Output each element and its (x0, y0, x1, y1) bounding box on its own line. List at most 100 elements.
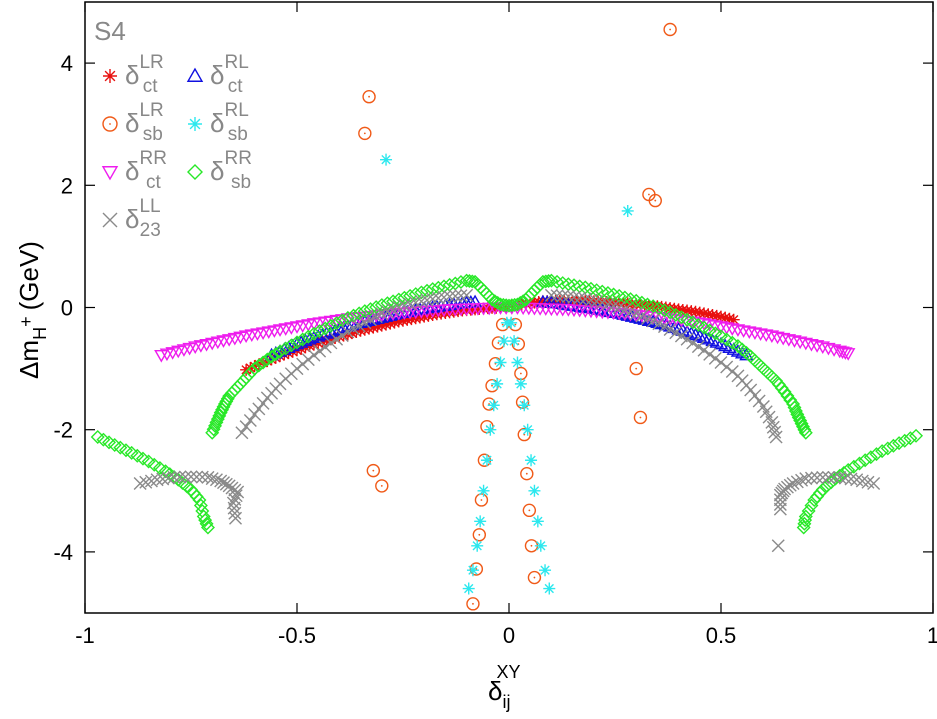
data-point (788, 403, 803, 418)
data-point (358, 126, 372, 141)
data-point (538, 274, 553, 289)
data-point (753, 328, 768, 341)
y-tick-label: 4 (61, 51, 73, 76)
data-point (296, 357, 310, 371)
data-point (135, 451, 150, 466)
data-point (102, 212, 118, 228)
data-point (161, 471, 175, 485)
data-point (794, 416, 809, 431)
data-point (633, 410, 648, 425)
data-point (780, 388, 795, 403)
data-point (375, 479, 389, 493)
data-point (442, 277, 457, 292)
data-point (584, 293, 598, 307)
data-point (752, 394, 766, 408)
data-point (833, 470, 847, 484)
data-point (307, 348, 321, 362)
data-point (556, 289, 570, 303)
data-point (380, 296, 395, 311)
y-axis-label-sub: H (30, 327, 50, 340)
data-point (736, 325, 751, 338)
data-point (567, 290, 581, 304)
data-point (544, 288, 558, 302)
data-point (595, 302, 610, 316)
data-point (312, 337, 325, 350)
data-point (827, 470, 841, 484)
data-point (667, 320, 682, 334)
data-point (282, 347, 295, 360)
data-point (330, 332, 344, 346)
data-point (357, 304, 372, 319)
data-point (118, 443, 133, 458)
data-point (798, 425, 813, 440)
data-point (354, 324, 367, 337)
x-tick-label: 0.5 (706, 623, 737, 648)
data-point (719, 311, 732, 324)
data-point (692, 329, 708, 342)
series-LL_23 (133, 288, 881, 553)
data-point (487, 399, 500, 412)
data-point (301, 353, 315, 367)
data-point (273, 344, 288, 359)
data-point (414, 294, 428, 308)
data-point (193, 498, 208, 513)
data-point (408, 302, 423, 316)
data-point (861, 475, 875, 489)
data-point (505, 316, 518, 329)
data-point (494, 356, 507, 369)
data-point (357, 314, 373, 327)
data-point (229, 489, 243, 503)
data-point (366, 463, 381, 478)
data-point (561, 290, 575, 303)
data-point (247, 361, 262, 376)
data-point (459, 273, 474, 288)
data-point (239, 420, 253, 434)
data-point (773, 502, 787, 516)
data-point (686, 336, 700, 350)
data-point (113, 440, 128, 455)
data-point (380, 153, 393, 166)
data-point (696, 330, 712, 344)
data-point (346, 308, 361, 323)
data-point (786, 476, 800, 490)
data-point (838, 471, 852, 485)
data-point (798, 337, 814, 351)
data-point (139, 475, 153, 489)
data-point (629, 361, 643, 376)
panel-label: S4 (94, 16, 126, 46)
y-axis-label-base: Δm (14, 340, 44, 379)
data-point (516, 294, 531, 309)
data-point (855, 474, 869, 488)
x-axis-label-sup: XY (496, 662, 520, 682)
data-point (209, 473, 223, 487)
data-point (514, 377, 527, 390)
data-point (714, 355, 728, 369)
data-point (401, 313, 414, 326)
data-point (730, 324, 746, 337)
data-point (713, 321, 729, 334)
data-point (701, 331, 716, 345)
data-point (832, 345, 847, 359)
data-point (725, 323, 740, 336)
data-point (352, 306, 367, 321)
data-point (248, 407, 262, 421)
data-point (527, 570, 542, 585)
data-point (474, 493, 489, 507)
data-point (497, 335, 510, 348)
data-point (371, 320, 384, 333)
data-point (867, 476, 881, 490)
data-point (766, 420, 780, 434)
data-point (362, 90, 376, 104)
data-point (514, 366, 528, 381)
series-sb_RL (380, 153, 634, 595)
data-point (102, 116, 118, 132)
data-point (102, 435, 117, 450)
data-point (821, 342, 836, 356)
data-point (186, 67, 204, 82)
data-point (307, 338, 320, 351)
